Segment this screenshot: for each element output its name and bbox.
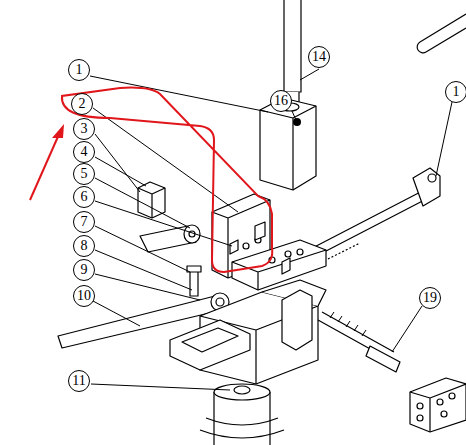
callout-number: 2: [71, 93, 93, 115]
callout-number: 19: [419, 287, 441, 309]
callout-number: 14: [308, 46, 330, 68]
callout-number: 10: [73, 285, 95, 307]
callout-number: 6: [73, 186, 95, 208]
callout-number: 4: [73, 141, 95, 163]
callout-number: 9: [73, 259, 95, 281]
callout-number: 5: [73, 163, 95, 185]
callout-number: 7: [73, 211, 95, 233]
callout-number: 16: [270, 90, 292, 112]
callout-number: 1: [445, 81, 466, 103]
callout-number: 8: [73, 235, 95, 257]
callout-number: 1: [68, 59, 90, 81]
callout-number: 11: [68, 370, 90, 392]
callout-number: 3: [73, 118, 95, 140]
